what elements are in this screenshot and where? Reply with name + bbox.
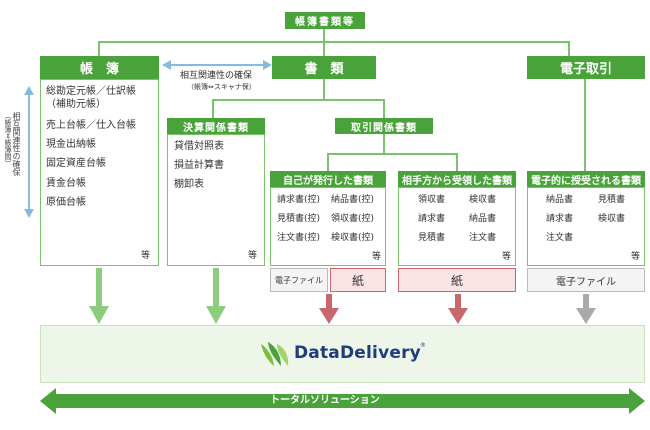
electronic-col2-1: 見積書 — [598, 195, 626, 205]
received-etc: 等 — [502, 252, 512, 262]
ledger-item-7: 原価台帳 — [46, 197, 86, 208]
connector-settlement-down — [212, 99, 214, 119]
side-note-title: 相互関連性の確保 — [12, 112, 21, 176]
ledger-item-2: （補助元帳） — [46, 99, 106, 110]
self-col2-1: 納品書(控) — [331, 195, 375, 205]
electronic-box: 納品書 請求書 注文書 見積書 検収書 等 — [527, 187, 645, 266]
ledger-header: 帳 簿 — [40, 56, 159, 79]
electronic-etc: 等 — [631, 252, 641, 262]
electronic-col1-2: 請求書 — [546, 214, 574, 224]
settlement-item-3: 棚卸表 — [174, 179, 204, 190]
ledger-etc: 等 — [141, 251, 151, 261]
ledger-box: 総勘定元帳／仕訳帳 （補助元帳） 売上台帳／仕入台帳 現金出納帳 固定資産台帳 … — [40, 79, 159, 266]
connector-received-down — [456, 153, 458, 171]
connector-top-horizontal — [98, 41, 570, 43]
self-col2-2: 領収書(控) — [331, 214, 375, 224]
total-solution-label: トータルソリューション — [270, 395, 380, 406]
ledger-item-3: 売上台帳／仕入台帳 — [46, 120, 136, 131]
self-issued-box: 請求書(控) 見積書(控) 注文書(控) 納品書(控) 領収書(控) 検収書(控… — [270, 187, 386, 266]
received-col2-1: 検収書 — [469, 195, 497, 205]
electronic-col1-1: 納品書 — [546, 195, 574, 205]
connector-transaction-horizontal — [327, 153, 457, 155]
self-col1-1: 請求書(控) — [277, 195, 321, 205]
received-col1-2: 請求書 — [418, 214, 446, 224]
electronic-header: 電子的に授受される書類 — [527, 171, 645, 187]
self-paper-tag: 紙 — [330, 268, 386, 292]
ledger-item-5: 固定資産台帳 — [46, 158, 106, 169]
mutual-note-title: 相互関連性の確保 — [180, 71, 253, 81]
arrow-ledger — [89, 268, 109, 324]
ledger-item-6: 賃金台帳 — [46, 178, 86, 189]
received-col1-3: 見積書 — [418, 233, 446, 243]
connector-books-down — [323, 78, 325, 100]
datadelivery-panel — [40, 325, 645, 383]
books-header: 書 類 — [272, 56, 376, 79]
connector-top-right — [568, 41, 570, 56]
settlement-etc: 等 — [248, 251, 258, 261]
side-note-sub: （帳簿⇔帳簿間） — [4, 112, 12, 167]
self-col1-3: 注文書(控) — [277, 233, 321, 243]
connector-books-horizontal — [212, 99, 384, 101]
arrow-received-paper — [448, 294, 468, 324]
electronic-efile-tag: 電子ファイル — [527, 268, 645, 292]
arrow-electronic — [576, 294, 596, 324]
received-header: 相手方から受領した書類 — [398, 171, 516, 187]
connector-top-mid — [323, 41, 325, 56]
self-issued-header: 自己が発行した書類 — [270, 171, 386, 187]
self-efile-tag: 電子ファイル — [270, 268, 328, 292]
total-solution-arrow — [40, 388, 645, 414]
datadelivery-brand: DataDelivery — [294, 343, 421, 363]
ledger-item-4: 現金出納帳 — [46, 139, 96, 150]
mutual-double-arrow — [162, 60, 272, 70]
top-title: 帳簿書類等 — [285, 12, 365, 29]
datadelivery-logo-icon — [261, 342, 289, 366]
connector-electronic-down — [584, 78, 586, 171]
connector-transaction-from — [383, 134, 385, 154]
connector-transaction-down — [383, 99, 385, 118]
self-col1-2: 見積書(控) — [277, 214, 321, 224]
received-col2-3: 注文書 — [469, 233, 497, 243]
settlement-box: 貸借対照表 損益計算書 棚卸表 等 — [167, 134, 265, 266]
connector-top-left — [98, 41, 100, 56]
electronic-col1-3: 注文書 — [546, 233, 574, 243]
received-col1-1: 領収書 — [418, 195, 446, 205]
datadelivery-registered: ® — [420, 342, 426, 349]
connector-top-vertical — [323, 28, 325, 42]
self-col2-3: 検収書(控) — [331, 233, 375, 243]
settlement-item-1: 貸借対照表 — [174, 141, 224, 152]
arrow-self-paper — [319, 294, 339, 324]
ledger-item-1: 総勘定元帳／仕訳帳 — [46, 86, 136, 97]
electronic-deal-header: 電子取引 — [527, 56, 645, 79]
arrow-settlement — [206, 268, 226, 324]
self-etc: 等 — [372, 252, 382, 262]
received-box: 領収書 請求書 見積書 検収書 納品書 注文書 等 — [398, 187, 516, 266]
settlement-header: 決算関係書類 — [167, 118, 265, 134]
electronic-col2-2: 検収書 — [598, 214, 626, 224]
mutual-note-sub: （帳簿⇔スキャナ保） — [187, 83, 256, 91]
received-paper-tag: 紙 — [398, 268, 516, 292]
connector-self-down — [327, 153, 329, 171]
transaction-header: 取引関係書類 — [335, 118, 433, 134]
side-double-arrow — [24, 86, 34, 218]
received-col2-2: 納品書 — [469, 214, 497, 224]
settlement-item-2: 損益計算書 — [174, 160, 224, 171]
